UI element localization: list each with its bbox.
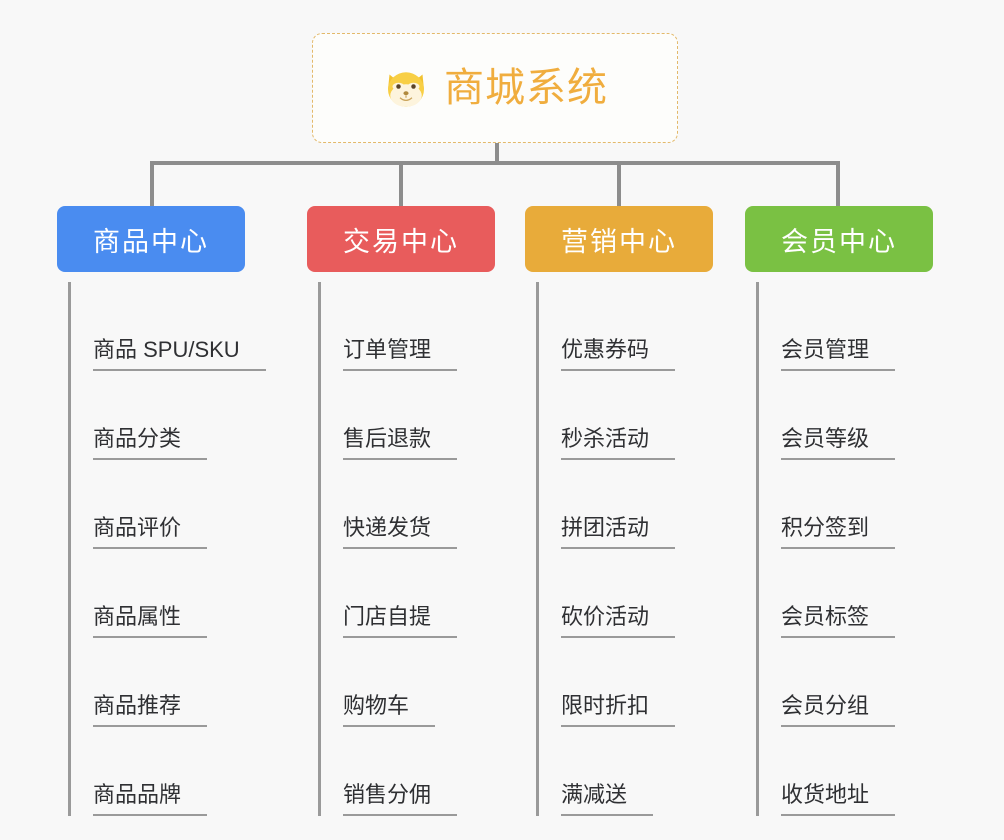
list-item-label: 订单管理 (343, 337, 458, 371)
list-item[interactable]: 砍价活动 (538, 549, 713, 638)
list-item[interactable]: 商品推荐 (70, 638, 245, 727)
list-item[interactable]: 秒杀活动 (538, 371, 713, 460)
list-item-label: 优惠券码 (561, 337, 676, 371)
list-item[interactable]: 商品 SPU/SKU (70, 282, 266, 371)
list-item[interactable]: 销售分佣 (320, 727, 495, 816)
list-item-label: 收货地址 (781, 782, 896, 816)
branch-items-4: 会员管理 会员等级 积分签到 会员标签 会员分组 收货地址 (745, 282, 933, 816)
branch-items-2: 订单管理 售后退款 快递发货 门店自提 购物车 销售分佣 (307, 282, 495, 816)
list-item[interactable]: 满减送 (538, 727, 713, 816)
connector-drop-4 (836, 161, 840, 206)
list-item-label: 秒杀活动 (561, 426, 676, 460)
list-item-label: 满减送 (561, 782, 654, 816)
list-item-label: 商品品牌 (93, 782, 208, 816)
list-item[interactable]: 商品评价 (70, 460, 245, 549)
root-node[interactable]: 商城系统 (312, 33, 678, 143)
connector-root-stem (495, 143, 499, 165)
list-item[interactable]: 快递发货 (320, 460, 495, 549)
root-title: 商城系统 (444, 66, 608, 110)
list-item-label: 砍价活动 (561, 604, 676, 638)
list-item[interactable]: 会员管理 (758, 282, 933, 371)
list-item[interactable]: 商品属性 (70, 549, 245, 638)
list-item-label: 商品评价 (93, 515, 208, 549)
list-item-label: 商品属性 (93, 604, 208, 638)
list-item[interactable]: 购物车 (320, 638, 495, 727)
list-item[interactable]: 会员分组 (758, 638, 933, 727)
branch-items-1: 商品 SPU/SKU 商品分类 商品评价 商品属性 商品推荐 商品品牌 (57, 282, 266, 816)
connector-drop-2 (399, 161, 403, 206)
branch-trunk-3 (536, 282, 539, 816)
shiba-inu-dog-face-icon (382, 64, 430, 112)
connector-drop-3 (617, 161, 621, 206)
branch-column-2: 交易中心 订单管理 售后退款 快递发货 门店自提 购物车 销售分佣 (307, 206, 495, 816)
list-item-label: 限时折扣 (561, 693, 676, 727)
list-item[interactable]: 会员等级 (758, 371, 933, 460)
branch-header-3[interactable]: 营销中心 (525, 206, 713, 272)
list-item[interactable]: 优惠券码 (538, 282, 713, 371)
list-item-label: 购物车 (343, 693, 436, 727)
list-item[interactable]: 商品品牌 (70, 727, 245, 816)
list-item[interactable]: 积分签到 (758, 460, 933, 549)
connector-drop-1 (150, 161, 154, 206)
list-item[interactable]: 收货地址 (758, 727, 933, 816)
branch-trunk-4 (756, 282, 759, 816)
list-item-label: 拼团活动 (561, 515, 676, 549)
list-item[interactable]: 会员标签 (758, 549, 933, 638)
branch-trunk-1 (68, 282, 71, 816)
list-item[interactable]: 订单管理 (320, 282, 495, 371)
list-item-label: 商品 SPU/SKU (93, 337, 266, 371)
list-item-label: 快递发货 (343, 515, 458, 549)
list-item-label: 售后退款 (343, 426, 458, 460)
branch-header-1[interactable]: 商品中心 (57, 206, 245, 272)
list-item-label: 会员管理 (781, 337, 896, 371)
list-item-label: 会员分组 (781, 693, 896, 727)
list-item-label: 销售分佣 (343, 782, 458, 816)
connector-horizontal-bus (150, 161, 840, 165)
branch-column-1: 商品中心 商品 SPU/SKU 商品分类 商品评价 商品属性 商品推荐 商品品牌 (57, 206, 266, 816)
branch-column-3: 营销中心 优惠券码 秒杀活动 拼团活动 砍价活动 限时折扣 满减送 (525, 206, 713, 816)
list-item-label: 门店自提 (343, 604, 458, 638)
branch-header-4[interactable]: 会员中心 (745, 206, 933, 272)
list-item[interactable]: 门店自提 (320, 549, 495, 638)
list-item-label: 商品推荐 (93, 693, 208, 727)
branch-header-2[interactable]: 交易中心 (307, 206, 495, 272)
list-item[interactable]: 商品分类 (70, 371, 245, 460)
list-item-label: 会员等级 (781, 426, 896, 460)
branch-column-4: 会员中心 会员管理 会员等级 积分签到 会员标签 会员分组 收货地址 (745, 206, 933, 816)
branch-trunk-2 (318, 282, 321, 816)
branch-items-3: 优惠券码 秒杀活动 拼团活动 砍价活动 限时折扣 满减送 (525, 282, 713, 816)
list-item[interactable]: 拼团活动 (538, 460, 713, 549)
list-item[interactable]: 限时折扣 (538, 638, 713, 727)
list-item-label: 商品分类 (93, 426, 208, 460)
list-item-label: 会员标签 (781, 604, 896, 638)
list-item[interactable]: 售后退款 (320, 371, 495, 460)
list-item-label: 积分签到 (781, 515, 896, 549)
